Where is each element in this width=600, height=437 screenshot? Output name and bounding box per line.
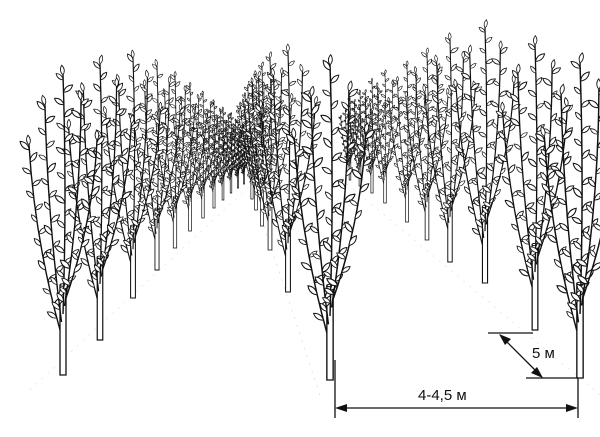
tree: [285, 53, 375, 381]
tree: [19, 64, 105, 376]
tree: [367, 69, 404, 204]
tree-spacing-arrow-bottom: [531, 367, 543, 378]
tree-spacing-label: 5 м: [532, 345, 555, 362]
tree: [169, 81, 212, 232]
tree-spacing-dimension-line: [501, 336, 541, 376]
tree: [149, 70, 199, 249]
tree: [535, 52, 600, 379]
dimension-annotations: 4-4,5 м 5 м: [334, 332, 579, 418]
tree: [495, 34, 573, 331]
tree-spacing-arrow-top: [499, 334, 511, 345]
tree: [100, 49, 169, 299]
ground-lines: [29, 177, 600, 396]
row-spacing-arrow-left: [335, 404, 347, 412]
tree-rows: [19, 19, 600, 381]
tree: [346, 89, 374, 187]
row-spacing-arrow-right: [566, 404, 578, 412]
tree: [448, 19, 521, 284]
row-spacing-label: 4-4,5 м: [418, 387, 467, 404]
